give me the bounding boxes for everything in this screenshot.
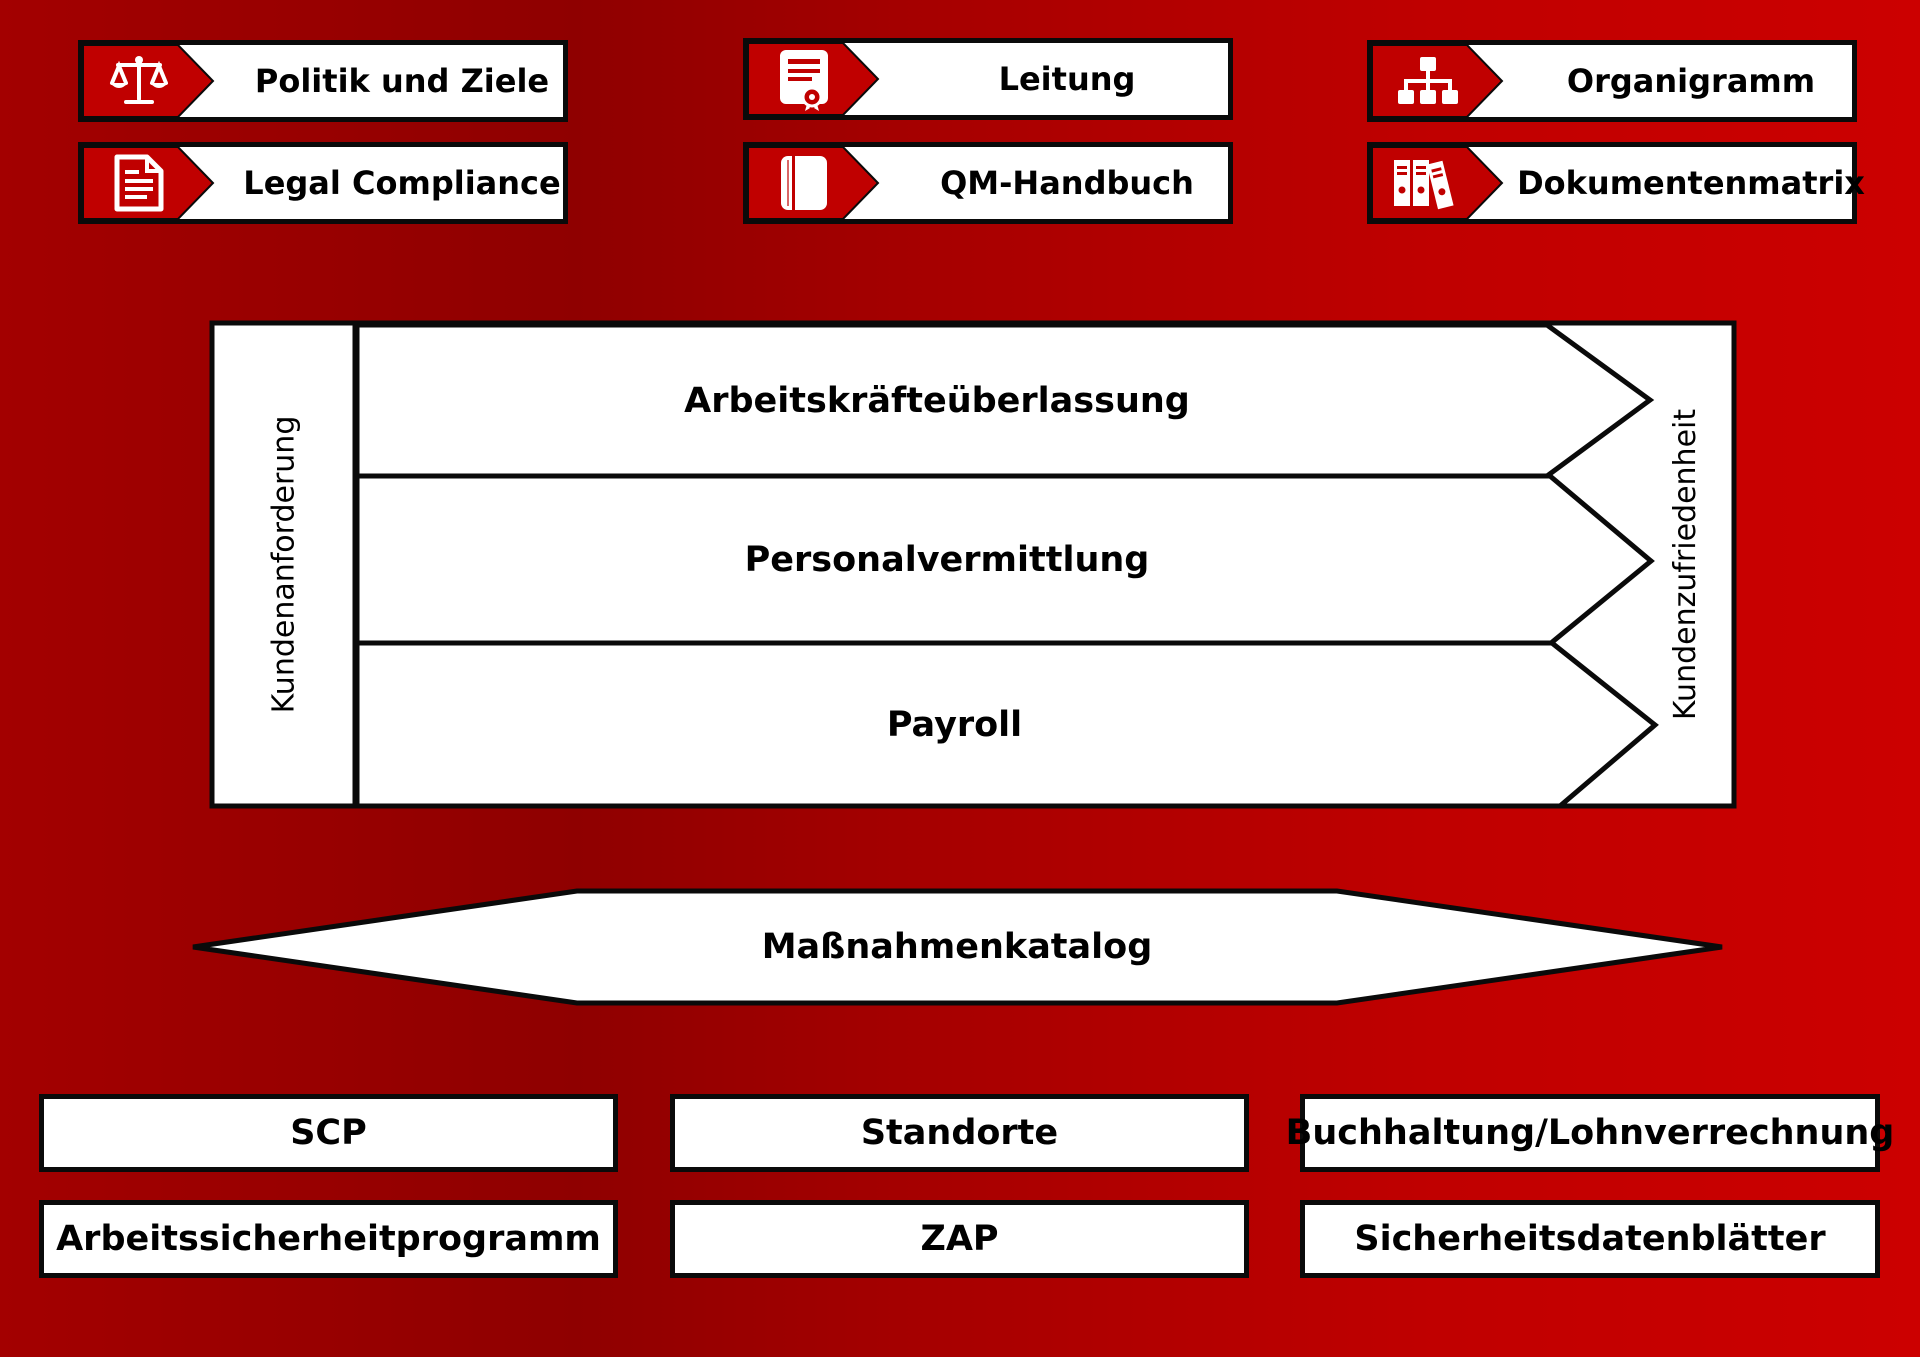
nav-label: Leitung bbox=[998, 60, 1136, 98]
measures-label: Maßnahmenkatalog bbox=[761, 927, 1153, 967]
chevron-label: Personalvermittlung bbox=[744, 539, 1150, 580]
chevron-payroll[interactable] bbox=[354, 640, 1659, 809]
measures-banner[interactable] bbox=[192, 888, 1723, 1006]
book-icon bbox=[743, 142, 873, 224]
box-buchhaltung-lohnverrechnung[interactable]: Buchhaltung/Lohnverrechnung bbox=[1286, 1094, 1894, 1172]
nav-organigramm[interactable]: Organigramm bbox=[1367, 40, 1857, 122]
box-zap[interactable]: ZAP bbox=[670, 1200, 1249, 1278]
certificate-icon bbox=[743, 38, 873, 120]
nav-label: QM-Handbuch bbox=[940, 164, 1194, 202]
kundenzufriedenheit-label: Kundenzufriedenheit bbox=[1668, 408, 1704, 721]
chevron-personalvermittlung[interactable] bbox=[354, 473, 1655, 646]
box-standorte[interactable]: Standorte bbox=[670, 1094, 1249, 1172]
box-sicherheitsdatenblaetter[interactable]: Sicherheitsdatenblätter bbox=[1300, 1200, 1880, 1278]
chevron-arbeitskraefteueberlassung[interactable] bbox=[354, 322, 1655, 479]
nav-qm-handbuch[interactable]: QM-Handbuch bbox=[743, 142, 1233, 224]
chevron-label: Payroll bbox=[886, 704, 1023, 745]
binders-icon bbox=[1367, 142, 1497, 224]
document-icon bbox=[78, 142, 208, 224]
nav-politik-und-ziele[interactable]: Politik und Ziele bbox=[78, 40, 568, 122]
nav-leitung[interactable]: Leitung bbox=[743, 38, 1233, 120]
kundenanforderung-label: Kundenanforderung bbox=[266, 415, 302, 714]
nav-label: Organigramm bbox=[1566, 62, 1816, 100]
nav-label: Dokumentenmatrix bbox=[1517, 164, 1865, 202]
nav-label: Legal Compliance bbox=[243, 164, 561, 202]
nav-frame bbox=[78, 40, 568, 122]
org-chart-icon bbox=[1367, 40, 1497, 122]
nav-label: Politik und Ziele bbox=[254, 62, 550, 100]
chevron-label: Arbeitskräfteüberlassung bbox=[684, 380, 1190, 421]
box-arbeitssicherheitprogramm[interactable]: Arbeitssicherheitprogramm bbox=[39, 1200, 618, 1278]
right-vertical-label: Kundenzufriedenheit bbox=[1640, 325, 1732, 804]
box-scp[interactable]: SCP bbox=[39, 1094, 618, 1172]
nav-legal-compliance[interactable]: Legal Compliance bbox=[78, 142, 568, 224]
nav-dokumentenmatrix[interactable]: Dokumentenmatrix bbox=[1367, 142, 1865, 224]
scales-icon bbox=[78, 40, 208, 122]
left-vertical-label: Kundenanforderung bbox=[214, 325, 354, 804]
